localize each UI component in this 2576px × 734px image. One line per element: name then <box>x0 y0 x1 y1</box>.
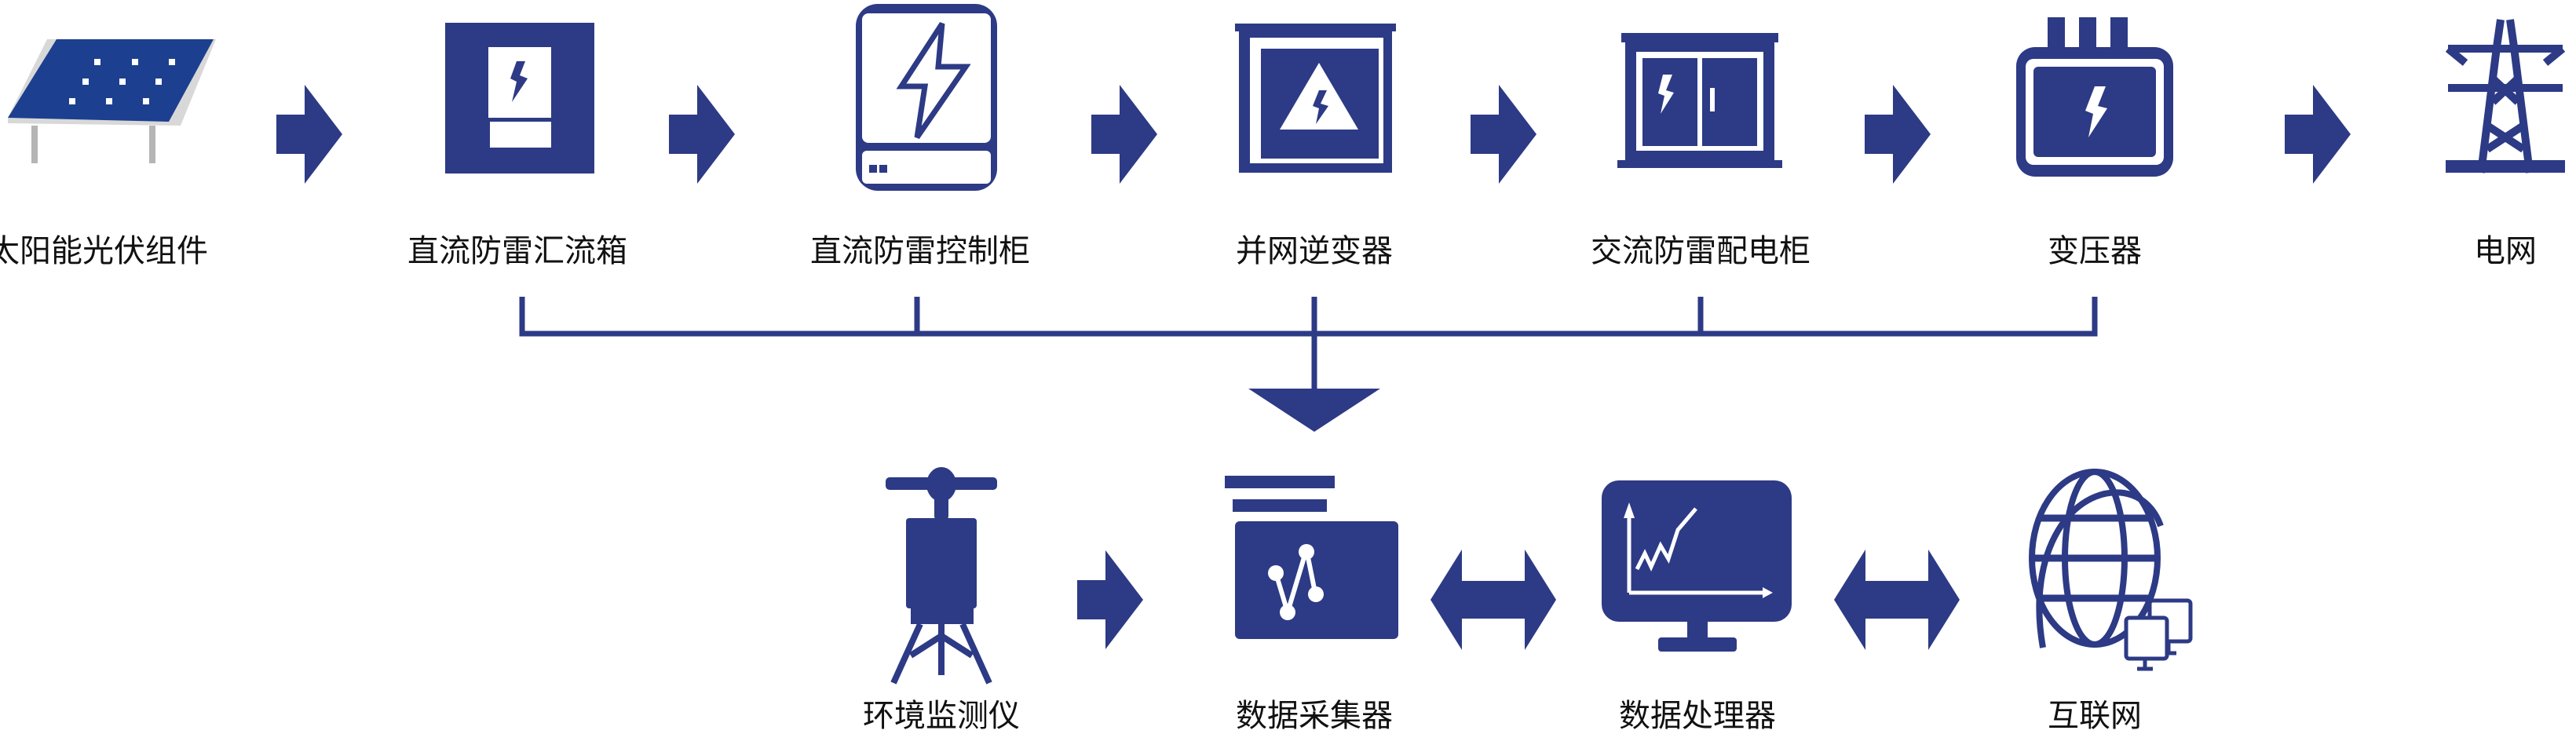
inverter-icon <box>1235 24 1396 173</box>
label-transformer: 变压器 <box>2048 233 2142 269</box>
control-cabinet-icon <box>856 4 997 191</box>
label-control-cabinet: 直流防雷控制柜 <box>810 233 1030 269</box>
bus-connector <box>519 297 2098 389</box>
double-arrow-icon <box>1431 550 1556 650</box>
top-labels: 太阳能光伏组件 直流防雷汇流箱 直流防雷控制柜 并网逆变器 交流防雷配电柜 变压… <box>0 233 2537 269</box>
power-tower-icon <box>2445 19 2566 173</box>
combiner-box-icon <box>445 23 594 173</box>
label-internet: 互联网 <box>2048 698 2142 734</box>
flow-arrows-bottom <box>1077 550 1960 650</box>
solar-panel-icon <box>8 39 216 163</box>
double-arrow-icon <box>1834 550 1960 650</box>
label-data-collector: 数据采集器 <box>1236 698 1393 734</box>
data-collector-icon <box>1225 476 1398 639</box>
label-inverter: 并网逆变器 <box>1236 233 1393 269</box>
label-grid: 电网 <box>2474 233 2537 269</box>
transformer-icon <box>2016 17 2173 177</box>
globe-network-icon <box>2029 469 2193 671</box>
weather-station-icon <box>886 467 997 685</box>
monitor-chart-icon <box>1602 480 1792 652</box>
label-combiner-box: 直流防雷汇流箱 <box>407 233 627 269</box>
label-weather-station: 环境监测仪 <box>863 698 1020 734</box>
label-solar-panel: 太阳能光伏组件 <box>0 233 208 269</box>
bottom-labels: 环境监测仪 数据采集器 数据处理器 互联网 <box>863 698 2142 734</box>
label-distribution-cabinet: 交流防雷配电柜 <box>1591 233 1811 269</box>
down-arrow-icon <box>1248 389 1380 432</box>
distribution-cabinet-icon <box>1617 33 1782 168</box>
label-data-processor: 数据处理器 <box>1619 698 1776 734</box>
